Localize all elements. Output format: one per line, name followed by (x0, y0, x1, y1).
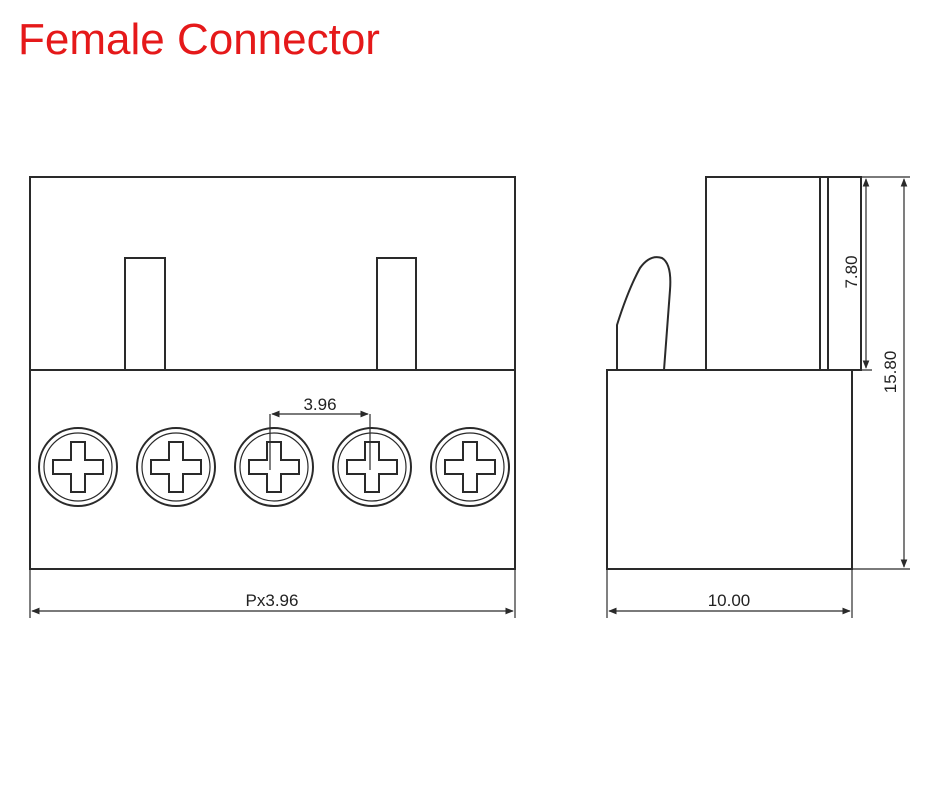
pitch-dimension: 3.96 (269, 395, 371, 470)
side-upper-body (705, 176, 862, 371)
width-label: Px3.96 (246, 591, 299, 610)
total-height-label: 15.80 (881, 351, 900, 394)
front-latch-right (376, 257, 417, 370)
side-latch-hook (616, 256, 672, 371)
phillips-screw-icon (38, 427, 118, 507)
total-height-dimension: 15.80 (852, 176, 910, 570)
pitch-label: 3.96 (303, 395, 336, 414)
front-latch-left (124, 257, 166, 370)
side-base-outline (606, 369, 853, 570)
diagram-title: Female Connector (18, 15, 380, 64)
phillips-screw-icon (234, 427, 314, 507)
upper-height-label: 7.80 (842, 255, 861, 288)
depth-dimension: 10.00 (606, 569, 853, 618)
depth-label: 10.00 (708, 591, 751, 610)
phillips-screw-icon (136, 427, 216, 507)
width-dimension: Px3.96 (29, 569, 516, 618)
screw-row (38, 427, 510, 507)
side-view: 7.80 15.80 10.00 (606, 176, 910, 618)
front-body-outline (29, 176, 516, 570)
front-view: 3.96 Px3.96 (29, 176, 516, 618)
upper-height-dimension: 7.80 (828, 176, 872, 371)
phillips-screw-icon (332, 427, 412, 507)
phillips-screw-icon (430, 427, 510, 507)
